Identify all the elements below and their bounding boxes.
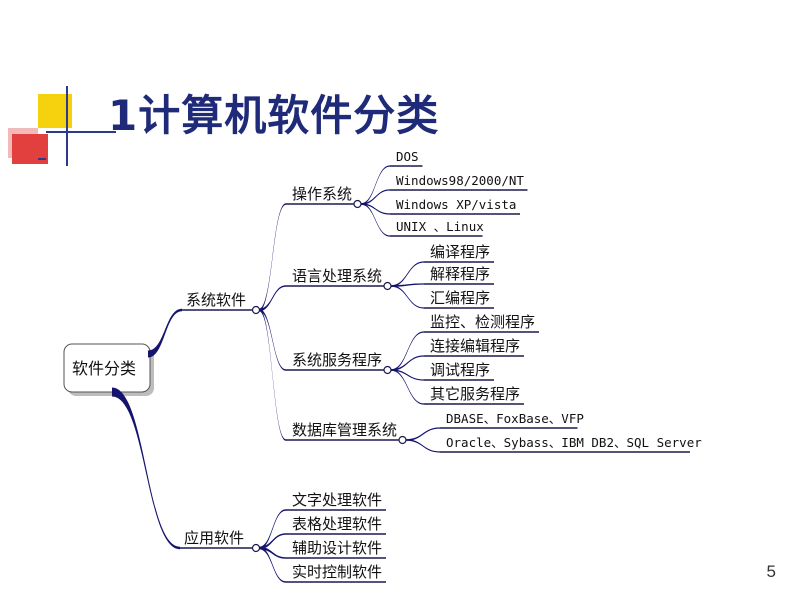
app-leaf-label-2: 辅助设计软件 xyxy=(292,539,382,557)
branch-sub-2 xyxy=(259,308,286,371)
app-leaf-label-3: 实时控制软件 xyxy=(292,563,382,581)
node-sub-3 xyxy=(398,435,407,445)
deco-horizontal-line xyxy=(46,131,116,133)
sub-label-0: 操作系统 xyxy=(292,185,352,203)
branch-leaf-0-1 xyxy=(361,189,390,205)
leaf-label-2-1: 连接编辑程序 xyxy=(430,337,520,355)
leaf-label-1-1: 解释程序 xyxy=(430,265,490,283)
node-sub-1 xyxy=(383,281,392,291)
branch-app-leaf-1 xyxy=(259,533,286,550)
branch-system-software xyxy=(148,308,182,358)
app-leaf-label-0: 文字处理软件 xyxy=(292,491,382,509)
branch-leaf-3-0 xyxy=(406,427,440,441)
branch-sub-1 xyxy=(259,285,286,312)
leaf-label-1-0: 编译程序 xyxy=(430,243,490,261)
root-node xyxy=(63,343,151,393)
root-label: 软件分类 xyxy=(72,359,136,378)
branch-sub-0 xyxy=(259,203,286,312)
branch-leaf-0-0 xyxy=(361,165,390,205)
group-label-application-software: 应用软件 xyxy=(184,529,244,547)
branch-leaf-1-2 xyxy=(391,285,424,309)
sub-label-3: 数据库管理系统 xyxy=(292,421,397,439)
deco-dash xyxy=(38,158,46,160)
leaf-label-0-1: Windows98/2000/NT xyxy=(396,173,524,188)
branch-application-software xyxy=(112,387,180,550)
branch-leaf-2-3 xyxy=(391,369,424,405)
branch-leaf-2-1 xyxy=(391,355,424,371)
sub-label-2: 系统服务程序 xyxy=(292,351,382,369)
app-leaf-label-1: 表格处理软件 xyxy=(292,515,382,533)
sub-label-1: 语言处理系统 xyxy=(292,267,382,285)
node-sub-2 xyxy=(383,365,392,375)
leaf-label-0-3: UNIX 、Linux xyxy=(396,219,484,234)
leaf-label-0-2: Windows XP/vista xyxy=(396,197,516,212)
leaf-label-2-2: 调试程序 xyxy=(430,361,490,379)
leaf-label-0-0: DOS xyxy=(396,149,419,164)
leaf-label-2-0: 监控、检测程序 xyxy=(430,313,535,331)
node-sub-0 xyxy=(353,199,362,209)
branch-leaf-1-0 xyxy=(391,261,424,287)
branch-app-leaf-3 xyxy=(259,546,286,583)
branch-sub-3 xyxy=(259,308,286,441)
branch-leaf-2-0 xyxy=(391,331,424,371)
leaf-label-3-0: DBASE、FoxBase、VFP xyxy=(446,411,584,426)
page-title: 1计算机软件分类 xyxy=(108,91,440,140)
node-system-software xyxy=(251,305,261,315)
leaf-label-1-2: 汇编程序 xyxy=(430,289,490,307)
branch-leaf-1-1 xyxy=(391,283,424,287)
branch-leaf-0-3 xyxy=(361,203,390,237)
branch-leaf-0-2 xyxy=(361,203,390,215)
branch-leaf-2-2 xyxy=(391,369,424,381)
node-application-software xyxy=(251,543,261,553)
leaf-label-3-1: Oracle、Sybass、IBM DB2、SQL Server xyxy=(446,435,702,450)
branch-leaf-3-1 xyxy=(406,439,440,453)
group-label-system-software: 系统软件 xyxy=(186,291,246,309)
branch-app-leaf-2 xyxy=(259,546,286,559)
leaf-label-2-3: 其它服务程序 xyxy=(430,385,520,403)
branch-app-leaf-0 xyxy=(259,509,286,550)
deco-vertical-line xyxy=(66,86,68,166)
page-number: 5 xyxy=(766,562,776,581)
